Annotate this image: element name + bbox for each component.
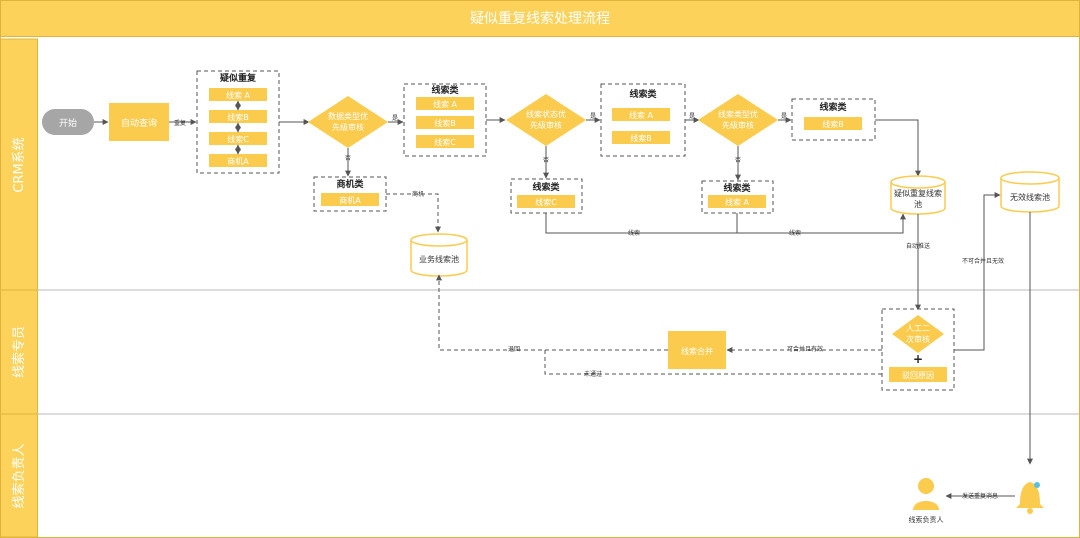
lane-label-crm: CRM系统 <box>12 137 27 192</box>
person-icon <box>913 478 939 510</box>
decision3-node <box>698 94 778 146</box>
dup-item-label: 线索 A <box>226 90 251 100</box>
dup-item-node <box>209 154 267 167</box>
diagram-title: 疑似重复线索处理流程 <box>470 10 610 27</box>
opp-title: 商机类 <box>336 178 364 190</box>
dup-item-node <box>209 88 267 101</box>
lane-band-owner <box>0 413 38 538</box>
manual-review-label: 人工二 <box>906 324 930 333</box>
opp-item-node <box>321 193 379 206</box>
edge-label-yes: 是 <box>689 113 695 120</box>
leads1-item-node <box>416 116 474 129</box>
edge-label-can-merge: 可合并且有效 <box>787 345 823 353</box>
pool-business-label: 业务线索池 <box>419 254 459 264</box>
manual-review-label: 次审核 <box>906 334 930 344</box>
lane-label-specialist: 线索专员 <box>12 326 27 378</box>
plus-icon: + <box>913 352 923 366</box>
decision2-node <box>506 94 586 146</box>
leads5-title: 线索类 <box>723 182 751 194</box>
edge-label-no: 否 <box>735 157 741 164</box>
edge <box>954 192 1001 351</box>
pool-dup-label: 池 <box>914 199 922 209</box>
edge-label-opp: 商机 <box>412 190 424 198</box>
lane-band-crm <box>0 38 38 291</box>
leads1-item-node <box>416 97 474 110</box>
pool-invalid-label: 无效线索池 <box>1010 192 1050 202</box>
dup-item-label: 商机A <box>227 156 249 166</box>
start-label: 开始 <box>59 117 77 129</box>
edge-label-no: 否 <box>345 155 351 162</box>
dup-item-label: 线索B <box>227 112 249 122</box>
decision2-label: 先级审核 <box>530 120 562 130</box>
leads1-item-node <box>416 135 474 148</box>
edge-label-yes: 是 <box>781 113 787 120</box>
pool-dup-node <box>890 175 946 215</box>
leads2-item-node <box>612 108 670 121</box>
start-node <box>42 109 94 135</box>
edge-label-reject: 未通过 <box>584 370 602 378</box>
leads4-item-label: 线索B <box>822 119 844 129</box>
pool-dup-label: 疑似重复线索 <box>894 188 942 198</box>
edge-label-return: 退回 <box>508 345 520 353</box>
leads2-title: 线索类 <box>629 88 657 100</box>
person-label: 线索负责人 <box>909 515 944 524</box>
edge <box>875 119 921 177</box>
edge-label-lead-b: 线索 <box>789 229 801 237</box>
reject-label: 驳回原因 <box>902 371 934 380</box>
edge <box>545 213 906 234</box>
opp-item-label: 商机A <box>339 195 361 205</box>
lane-label-owner: 线索负责人 <box>12 443 27 508</box>
leads1-title: 线索类 <box>431 84 459 96</box>
edge <box>544 350 882 375</box>
decision1-label: 先级审核 <box>332 122 364 132</box>
lane-band-specialist <box>0 289 38 415</box>
title-bar <box>0 0 1080 37</box>
edge-label-notify: 发送重复消息 <box>962 492 998 500</box>
dup-item-label: 线索C <box>227 134 249 144</box>
auto-query-node <box>109 103 169 141</box>
decision3-label: 先级审核 <box>722 120 754 130</box>
reject-node <box>889 367 947 382</box>
edge-label-lead: 线索 <box>628 229 640 237</box>
decision1-node <box>308 96 388 148</box>
edge-label-dup: 重复 <box>174 119 186 127</box>
manual-review-node <box>892 315 944 353</box>
edge-label-auto-send: 自动推送 <box>906 242 930 250</box>
edge-label-yes: 是 <box>590 113 596 120</box>
leads4-item-node <box>804 117 862 130</box>
leads3-item-label: 线索C <box>535 197 557 207</box>
leads2-item-node <box>612 131 670 144</box>
pool-invalid-node <box>1000 171 1060 213</box>
dup-group-title: 疑似重复 <box>220 72 257 84</box>
edge-label-no: 否 <box>543 157 549 164</box>
edge-label-cannot-merge: 不可合并且无效 <box>962 257 1004 265</box>
edge <box>386 193 441 233</box>
leads5-item-node <box>708 195 766 208</box>
leads3-title: 线索类 <box>532 181 560 193</box>
leads2-item-label: 线索 A <box>629 110 654 120</box>
auto-query-label: 自动查询 <box>121 117 157 129</box>
dup-item-node <box>209 132 267 145</box>
decision1-label: 数据类型优 <box>328 111 368 121</box>
leads1-item-label: 线索C <box>434 137 456 147</box>
leads1-item-label: 线索 A <box>433 99 458 109</box>
decision2-label: 线索状态优 <box>526 109 566 119</box>
leads5-item-label: 线索 A <box>725 197 750 207</box>
edge-label-yes: 是 <box>392 115 398 122</box>
leads1-item-label: 线索B <box>434 118 456 128</box>
decision3-label: 线索类型优 <box>718 109 758 119</box>
leads2-item-label: 线索B <box>630 133 652 143</box>
merge-node <box>668 331 726 369</box>
merge-label: 线索合并 <box>681 346 713 356</box>
bell-icon <box>1016 482 1044 514</box>
leads3-item-node <box>517 195 575 208</box>
leads4-title: 线索类 <box>819 101 847 113</box>
dup-item-node <box>209 110 267 123</box>
